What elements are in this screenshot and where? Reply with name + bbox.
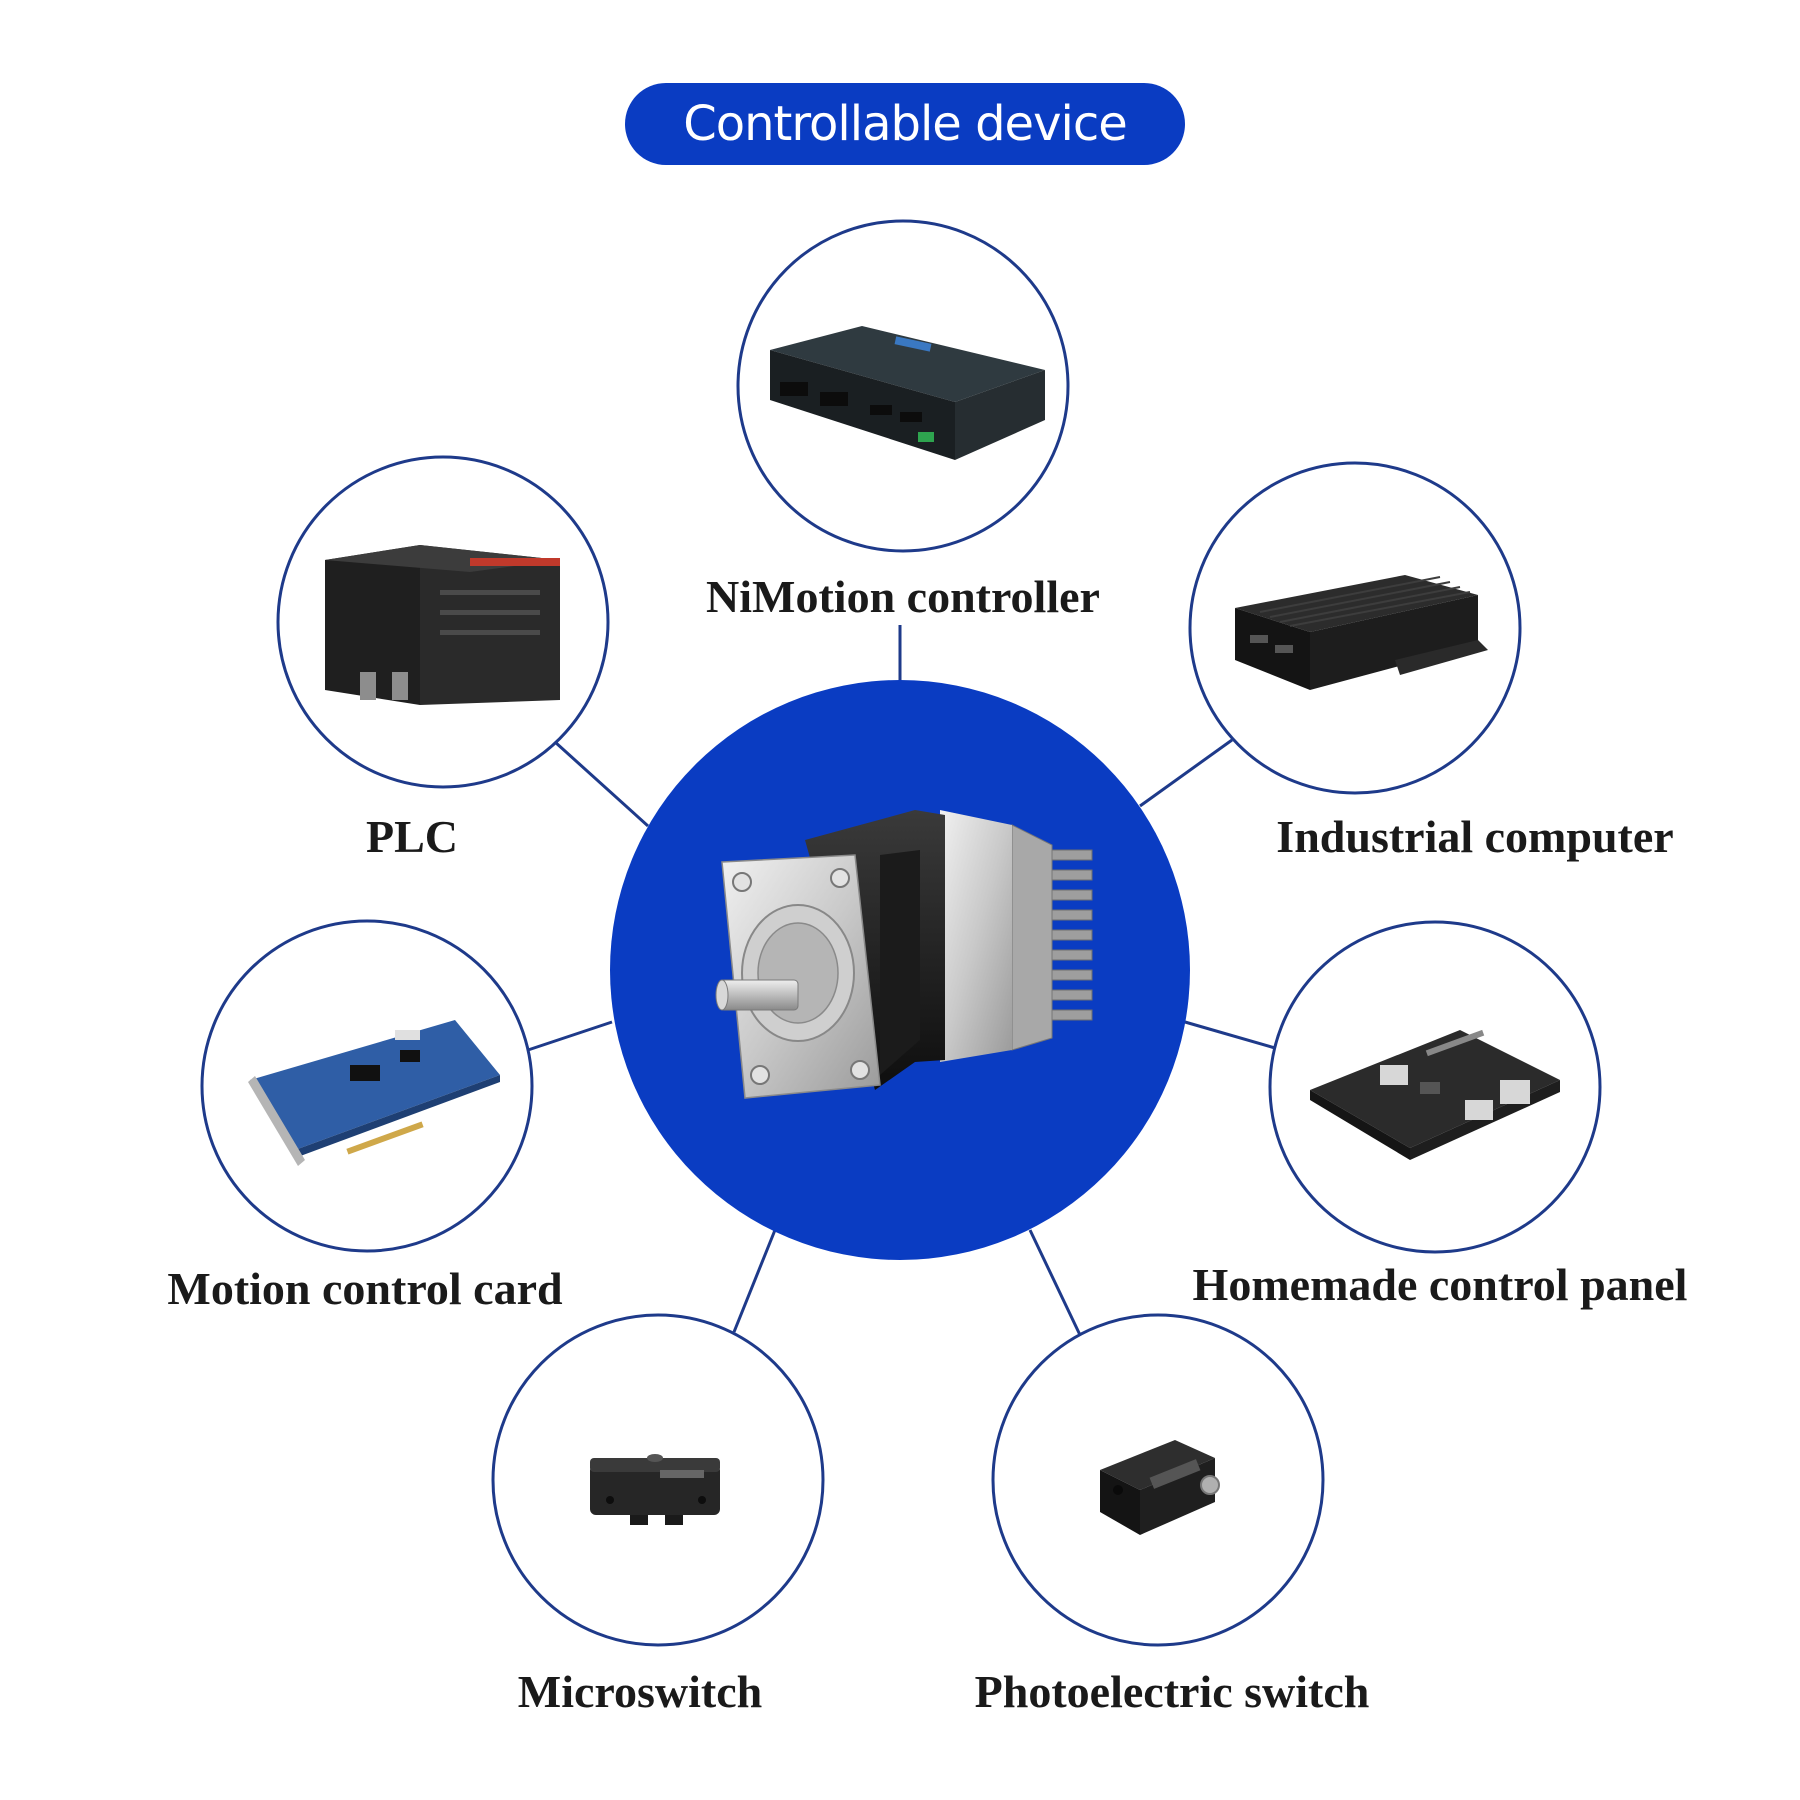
- motion-controller-box-icon: [770, 326, 1045, 460]
- label-nimotion-controller: NiMotion controller: [706, 571, 1100, 622]
- connector-industrial: [1139, 738, 1233, 808]
- plc-module-icon: [325, 545, 560, 705]
- connector-lines: [527, 625, 1276, 1336]
- connector-card: [527, 1020, 613, 1052]
- label-microswitch: Microswitch: [517, 1666, 763, 1717]
- connector-homemade: [1184, 1020, 1276, 1050]
- label-homemade-control-panel: Homemade control panel: [1192, 1259, 1688, 1310]
- connector-photoelectric: [1028, 1229, 1082, 1336]
- label-industrial-computer: Industrial computer: [1276, 811, 1674, 862]
- microswitch-icon: [590, 1454, 720, 1525]
- connector-microswitch: [732, 1229, 777, 1333]
- label-motion-control-card: Motion control card: [167, 1263, 563, 1314]
- pci-motion-card-icon: [248, 1020, 500, 1166]
- fanless-industrial-pc-icon: [1235, 575, 1488, 690]
- label-plc: PLC: [366, 811, 458, 862]
- connector-plc: [553, 740, 650, 828]
- label-photoelectric-switch: Photoelectric switch: [974, 1666, 1370, 1717]
- photoelectric-sensor-icon: [1100, 1440, 1220, 1535]
- single-board-computer-icon: [1310, 1029, 1560, 1160]
- stepper-motor-icon: [715, 810, 1093, 1099]
- page-title: Controllable device: [625, 83, 1185, 165]
